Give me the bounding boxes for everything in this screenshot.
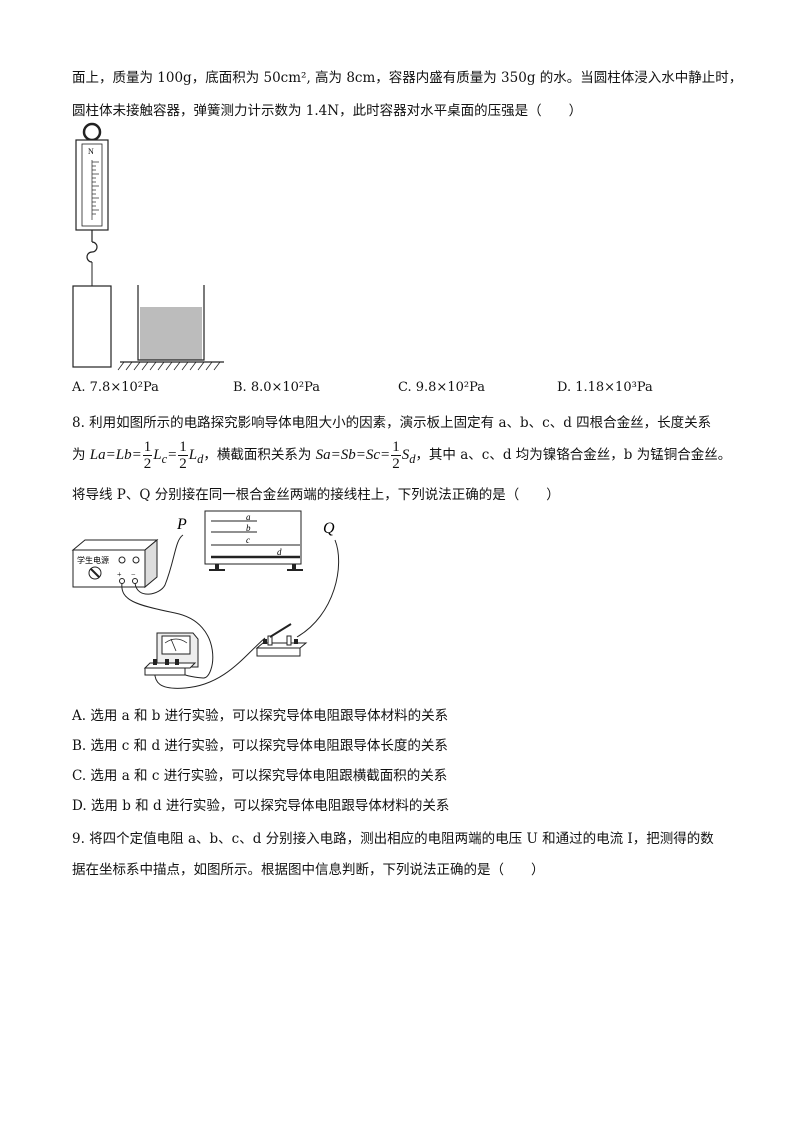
plus-terminal-label: + xyxy=(117,570,122,579)
q7-figure-spring-scale-container: N xyxy=(72,122,224,371)
q7-option-b[interactable]: B. 8.0×10²Pa xyxy=(233,380,321,395)
frac-den: 2 xyxy=(392,456,400,472)
q8-option-d[interactable]: D. 选用 b 和 d 进行实验，可以探究导体电阻跟导体材料的关系 xyxy=(72,798,450,814)
q8-option-c[interactable]: C. 选用 a 和 c 进行实验，可以探究导体电阻跟横截面积的关系 xyxy=(72,768,448,784)
frac-num: 1 xyxy=(142,439,153,456)
frac-den: 2 xyxy=(143,456,152,472)
area-relation: Sa=Sb=Sc= xyxy=(315,447,391,463)
q8-circuit-figure: 学生电源 + − a b c d P Q xyxy=(71,510,340,689)
q8-line2-end: ，其中 a、c、d 均为镍铬合金丝，b 为锰铜合金丝。 xyxy=(415,447,732,463)
q8-text-line-1: 8. 利用如图所示的电路探究影响导体电阻大小的因素，演示板上固定有 a、b、c、… xyxy=(72,415,712,431)
q8-option-a[interactable]: A. 选用 a 和 b 进行实验，可以探究导体电阻跟导体材料的关系 xyxy=(72,708,449,724)
q7-option-d[interactable]: D. 1.18×10³Pa xyxy=(557,380,653,395)
minus-terminal-label: − xyxy=(131,570,136,579)
q7-option-c[interactable]: C. 9.8×10²Pa xyxy=(398,380,485,395)
q8-option-b[interactable]: B. 选用 c 和 d 进行实验，可以探究导体电阻跟导体长度的关系 xyxy=(72,738,448,754)
wire-q-label: Q xyxy=(323,520,335,537)
frac-num: 1 xyxy=(178,439,188,456)
wire-a-label: a xyxy=(246,512,251,522)
q8-text-line-3: 将导线 P、Q 分别接在同一根合金丝两端的接线柱上，下列说法正确的是（ ） xyxy=(72,487,560,503)
q8-line2-prefix: 为 xyxy=(72,447,90,463)
frac-num: 1 xyxy=(391,439,401,456)
wire-b-label: b xyxy=(246,523,251,533)
q7-option-a[interactable]: A. 7.8×10²Pa xyxy=(72,380,159,395)
q7-text-line-2: 圆柱体未接触容器，弹簧测力计示数为 1.4N，此时容器对水平桌面的压强是（ ） xyxy=(72,103,583,119)
power-supply-label: 学生电源 xyxy=(77,555,109,565)
length-relation: La=Lb= xyxy=(89,447,142,463)
scale-unit-label: N xyxy=(88,147,94,156)
wire-c-label: c xyxy=(246,535,250,545)
q9-text-line-1: 9. 将四个定值电阻 a、b、c、d 分别接入电路，测出相应的电阻两端的电压 U… xyxy=(72,831,714,847)
frac-den: 2 xyxy=(179,456,187,472)
q8-line2-mid: ，横截面积关系为 xyxy=(203,447,316,463)
wire-p-label: P xyxy=(176,516,187,533)
q9-text-line-2: 据在坐标系中描点，如图所示。根据图中信息判断，下列说法正确的是（ ） xyxy=(72,862,545,878)
wire-d-label: d xyxy=(277,547,282,557)
q7-text-line-1: 面上，质量为 100g，底面积为 50cm², 高为 8cm，容器内盛有质量为 … xyxy=(72,70,743,86)
